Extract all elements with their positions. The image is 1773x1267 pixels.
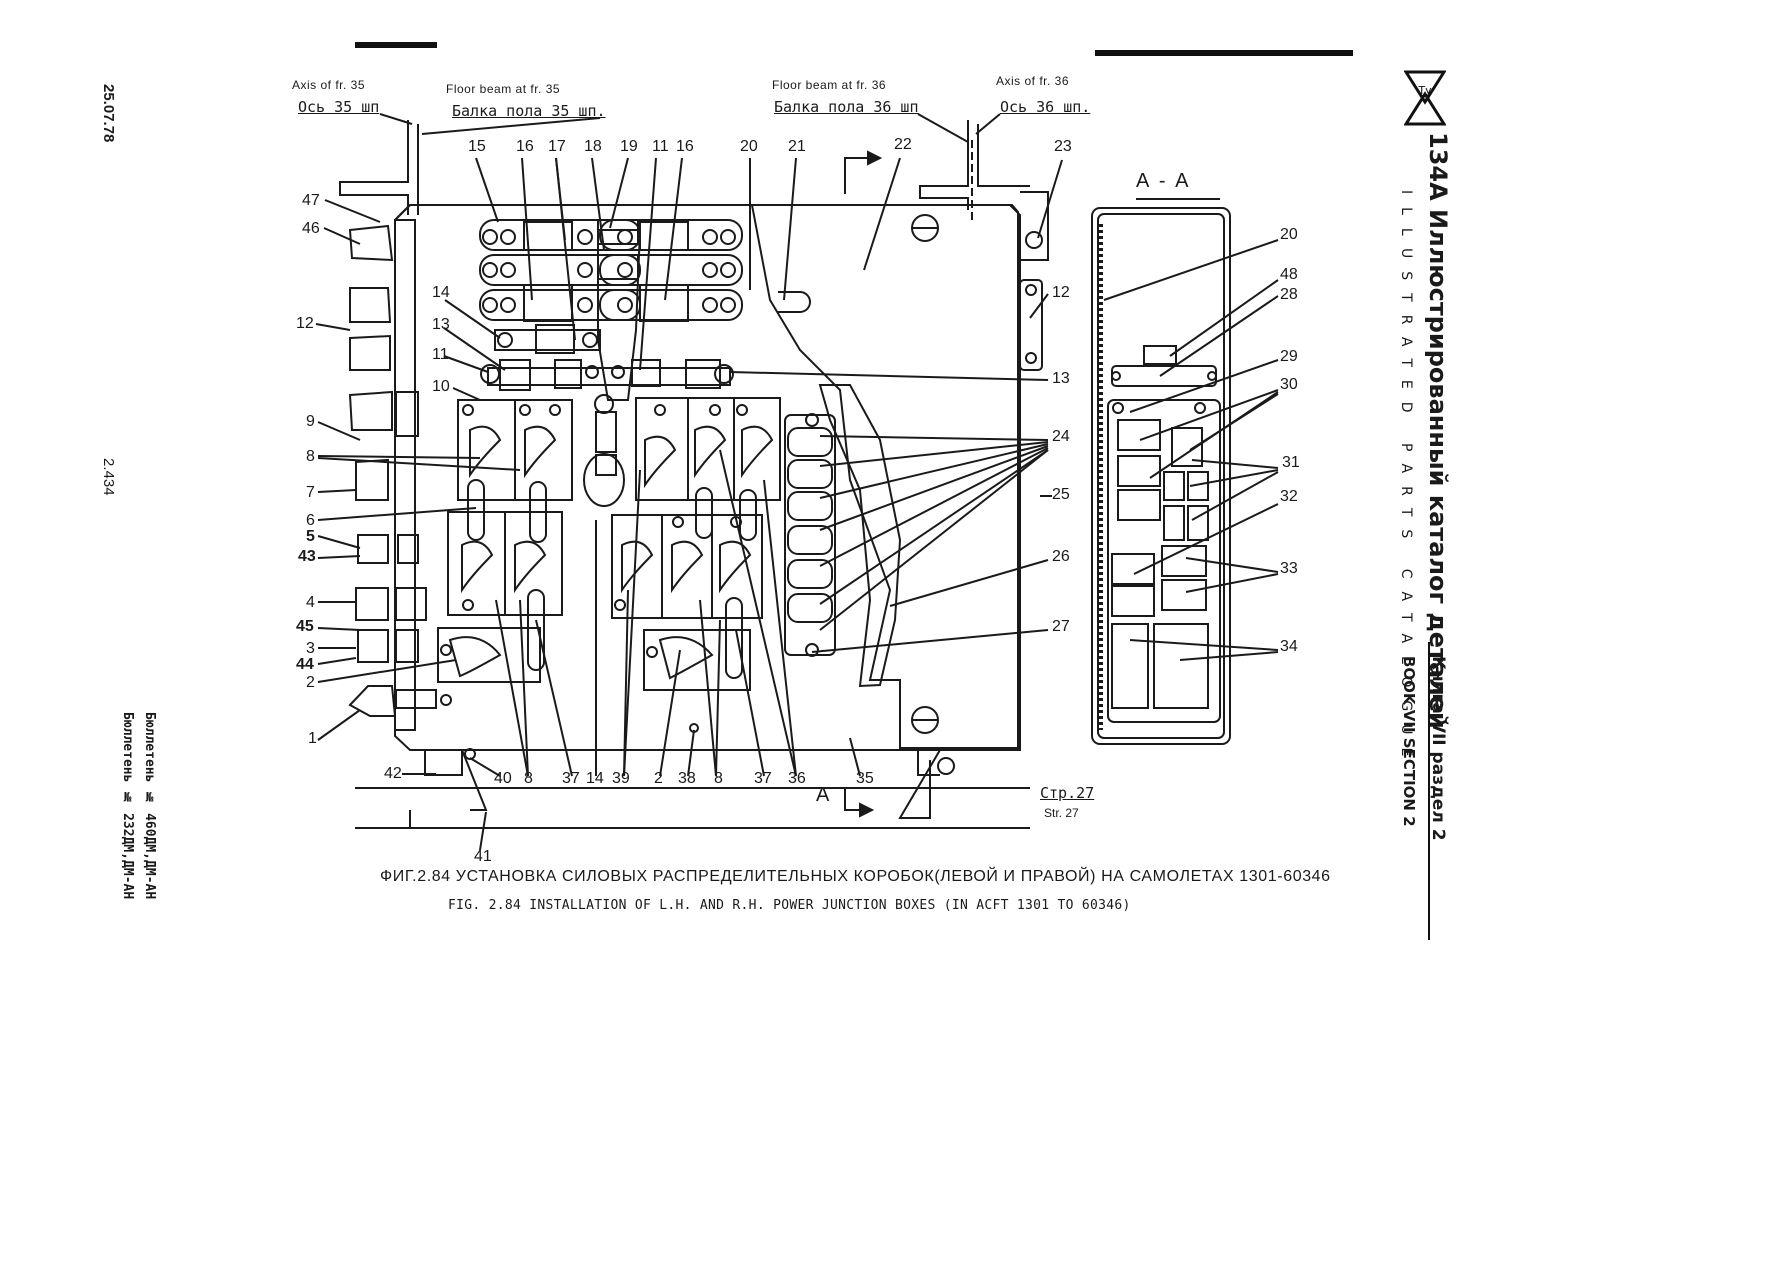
page-ref-ru: Стр.27 bbox=[1040, 784, 1095, 802]
callout-section-34: 34 bbox=[1280, 638, 1298, 655]
top-bar-right bbox=[1095, 50, 1353, 56]
callout-left-4: 4 bbox=[306, 594, 315, 611]
callout-right-13: 13 bbox=[1052, 370, 1070, 387]
date-stamp: 25.07.78 bbox=[100, 84, 117, 143]
callout-left-14: 14 bbox=[432, 284, 450, 301]
callout-bottom-37b: 37 bbox=[754, 770, 772, 787]
svg-text:Ту: Ту bbox=[1417, 84, 1432, 97]
axis-fr36-label-en: Axis of fr. 36 bbox=[996, 74, 1070, 88]
callout-section-28: 28 bbox=[1280, 286, 1298, 303]
callout-top-15: 15 bbox=[468, 138, 486, 155]
callout-bottom-2: 2 bbox=[654, 770, 663, 787]
callout-bottom-40: 40 bbox=[494, 770, 512, 787]
callout-right-12: 12 bbox=[1052, 284, 1070, 301]
beam-fr36-label-ru: Балка пола 36 шп bbox=[774, 98, 919, 116]
callout-left-11: 11 bbox=[432, 346, 449, 363]
callout-left-10: 10 bbox=[432, 378, 450, 395]
callout-bottom-14: 14 bbox=[586, 770, 604, 787]
callout-right-24: 24 bbox=[1052, 428, 1070, 445]
callout-section-31: 31 bbox=[1282, 454, 1300, 471]
callout-section-32: 32 bbox=[1280, 488, 1298, 505]
beam-fr35-label-en: Floor beam at fr. 35 bbox=[446, 82, 561, 96]
callout-left-6: 6 bbox=[306, 512, 315, 529]
callout-top-20: 20 bbox=[740, 138, 758, 155]
callout-section-29: 29 bbox=[1280, 348, 1298, 365]
callout-left-3: 3 bbox=[306, 640, 315, 657]
callout-top-11: 11 bbox=[652, 138, 669, 155]
section-title-underline bbox=[1136, 198, 1220, 200]
callout-left-9: 9 bbox=[306, 413, 315, 430]
bulletin-line-1: Бюллетень № 460ДМ,ДМ-АН bbox=[142, 712, 157, 900]
book-section-en: BOOK VII SECTION 2 bbox=[1400, 656, 1418, 827]
right-title-block: Ту 134А Иллюстрированный каталог деталей… bbox=[1392, 64, 1472, 944]
callout-bottom-36: 36 bbox=[788, 770, 806, 787]
callout-bottom-38: 38 bbox=[678, 770, 696, 787]
callout-left-45: 45 bbox=[296, 618, 314, 635]
axis-fr35-label-ru: Ось 35 шп bbox=[298, 98, 380, 116]
callout-top-23: 23 bbox=[1054, 138, 1072, 155]
callout-bottom-37a: 37 bbox=[562, 770, 580, 787]
callout-right-27: 27 bbox=[1052, 618, 1070, 635]
callout-bottom-8a: 8 bbox=[524, 770, 533, 787]
callout-left-43: 43 bbox=[298, 548, 316, 565]
callout-left-47: 47 bbox=[302, 192, 320, 209]
callout-bottom-8b: 8 bbox=[714, 770, 723, 787]
page-ref-en: Str. 27 bbox=[1044, 806, 1079, 820]
title-divider bbox=[1428, 642, 1430, 940]
callout-top-21: 21 bbox=[788, 138, 806, 155]
callout-top-18: 18 bbox=[584, 138, 602, 155]
callout-left-5: 5 bbox=[306, 528, 315, 545]
callout-bottom-42: 42 bbox=[384, 765, 402, 782]
callout-left-46: 46 bbox=[302, 220, 320, 237]
catalog-title-ru: 134А Иллюстрированный каталог деталей bbox=[1424, 132, 1452, 729]
figure-caption-en: FIG. 2.84 INSTALLATION OF L.H. AND R.H. … bbox=[448, 898, 1131, 913]
callout-left-13: 13 bbox=[432, 316, 450, 333]
callout-right-25: 25 bbox=[1052, 486, 1070, 503]
section-view-title: А - А bbox=[1136, 170, 1191, 192]
callout-right-26: 26 bbox=[1052, 548, 1070, 565]
callout-section-33: 33 bbox=[1280, 560, 1298, 577]
callout-section-30: 30 bbox=[1280, 376, 1298, 393]
figure-caption-ru: ФИГ.2.84 УСТАНОВКА СИЛОВЫХ РАСПРЕДЕЛИТЕЛ… bbox=[380, 868, 1331, 885]
section-cut-marker: А bbox=[816, 784, 830, 806]
callout-top-22: 22 bbox=[894, 136, 912, 153]
beam-fr35-label-ru: Балка пола 35 шп. bbox=[452, 102, 606, 120]
top-bar-left bbox=[355, 42, 437, 48]
page-number: 2.434 bbox=[100, 458, 117, 496]
callout-left-8: 8 bbox=[306, 448, 315, 465]
callout-top-16b: 16 bbox=[676, 138, 694, 155]
callout-top-17: 17 bbox=[548, 138, 566, 155]
book-section-ru: Книга VII раздел 2 bbox=[1428, 656, 1448, 841]
callout-left-7: 7 bbox=[306, 484, 315, 501]
beam-fr36-label-en: Floor beam at fr. 36 bbox=[772, 78, 887, 92]
catalog-title-en: ILLUSTRATED PARTS CATALOGUE bbox=[1398, 190, 1414, 770]
callout-left-1: 1 bbox=[308, 730, 317, 747]
callout-top-16a: 16 bbox=[516, 138, 534, 155]
tu-logo: Ту bbox=[1403, 70, 1447, 126]
callout-left-2: 2 bbox=[306, 674, 315, 691]
axis-fr36-label-ru: Ось 36 шп. bbox=[1000, 98, 1091, 116]
bulletin-line-2: Бюллетень № 232ДМ,ДМ-АН bbox=[120, 712, 135, 900]
callout-top-19: 19 bbox=[620, 138, 638, 155]
callout-bottom-41: 41 bbox=[474, 848, 492, 865]
callout-section-48: 48 bbox=[1280, 266, 1298, 283]
callout-bottom-39: 39 bbox=[612, 770, 630, 787]
axis-fr35-label-en: Axis of fr. 35 bbox=[292, 78, 366, 92]
callout-left-12: 12 bbox=[296, 315, 314, 332]
callout-left-44: 44 bbox=[296, 656, 314, 673]
callout-bottom-35: 35 bbox=[856, 770, 874, 787]
callout-section-20: 20 bbox=[1280, 226, 1298, 243]
